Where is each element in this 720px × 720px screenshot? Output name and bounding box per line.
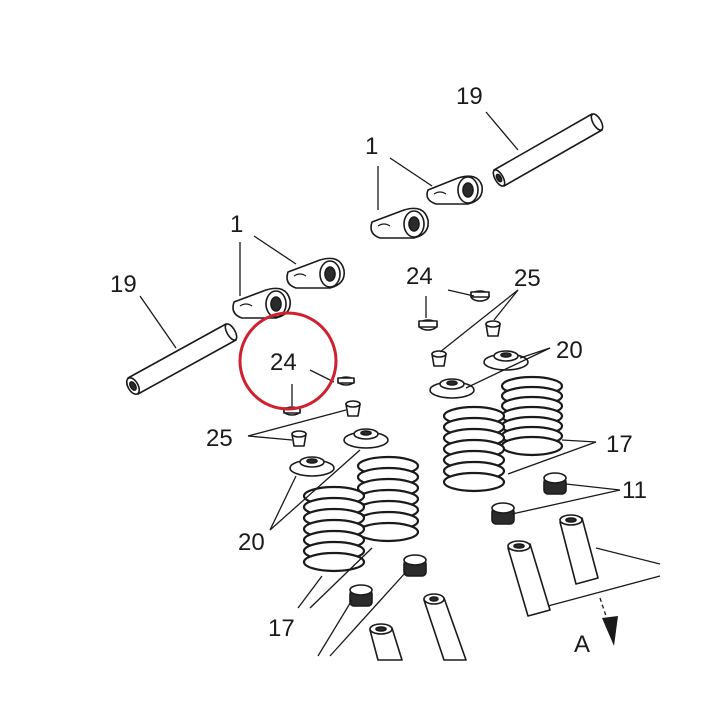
- valve-seal-right-b: [491, 502, 515, 525]
- callout-spring-right: 17: [606, 431, 633, 458]
- retainer-right-a: [483, 350, 529, 371]
- callout-cotter-right: 25: [514, 265, 541, 292]
- valve-seal-right-a: [543, 472, 567, 495]
- retainer-right-b: [429, 378, 475, 399]
- shim-right-b: [418, 319, 438, 331]
- valve-guide-left-b: [369, 623, 403, 661]
- spring-left-a: [356, 455, 420, 543]
- cotter-left-a: [345, 400, 361, 417]
- highlight-circle: [238, 311, 338, 411]
- rocker-shaft-left: [125, 323, 238, 395]
- callout-rocker-arm-left: 1: [230, 211, 243, 238]
- cotter-left-b: [291, 430, 307, 447]
- callout-rocker-arm-upper: 1: [365, 133, 378, 160]
- valve-seal-left-b: [349, 584, 373, 607]
- rocker-arm-upper-right: [426, 175, 484, 205]
- retainer-left-a: [343, 428, 389, 449]
- valve-seal-left-a: [403, 554, 427, 577]
- callout-view-arrow: A: [574, 631, 590, 658]
- shim-right-a: [470, 290, 490, 302]
- callout-retainer-right: 20: [556, 337, 583, 364]
- spring-right-b: [442, 405, 506, 493]
- callout-shim-left-circled: 24: [270, 349, 297, 376]
- rocker-shaft-top: [492, 113, 604, 187]
- retainer-left-b: [289, 456, 335, 477]
- callout-shaft-left: 19: [110, 271, 137, 298]
- callout-shim-right: 24: [406, 263, 433, 290]
- callout-spring-left: 17: [268, 615, 295, 642]
- view-arrow-a: [599, 597, 618, 646]
- rocker-arm-left-bottom: [232, 287, 292, 319]
- rocker-arm-upper-mid: [370, 207, 430, 239]
- rocker-arm-left-top: [286, 257, 346, 289]
- valve-guide-left-a: [423, 593, 467, 661]
- spring-right-a: [500, 375, 564, 457]
- valve-guide-right-b: [507, 540, 551, 617]
- callout-retainer-left: 20: [238, 529, 265, 556]
- valve-guide-right-a: [559, 514, 599, 585]
- spring-left-b: [302, 485, 366, 573]
- shim-left-a: [337, 376, 355, 386]
- cotter-right-b: [431, 350, 447, 367]
- callout-seal-right: 11: [622, 477, 647, 504]
- callout-shaft-top: 19: [456, 83, 483, 110]
- callout-cotter-left: 25: [206, 425, 233, 452]
- cotter-right-a: [485, 320, 501, 337]
- leader-lines: [139, 111, 661, 657]
